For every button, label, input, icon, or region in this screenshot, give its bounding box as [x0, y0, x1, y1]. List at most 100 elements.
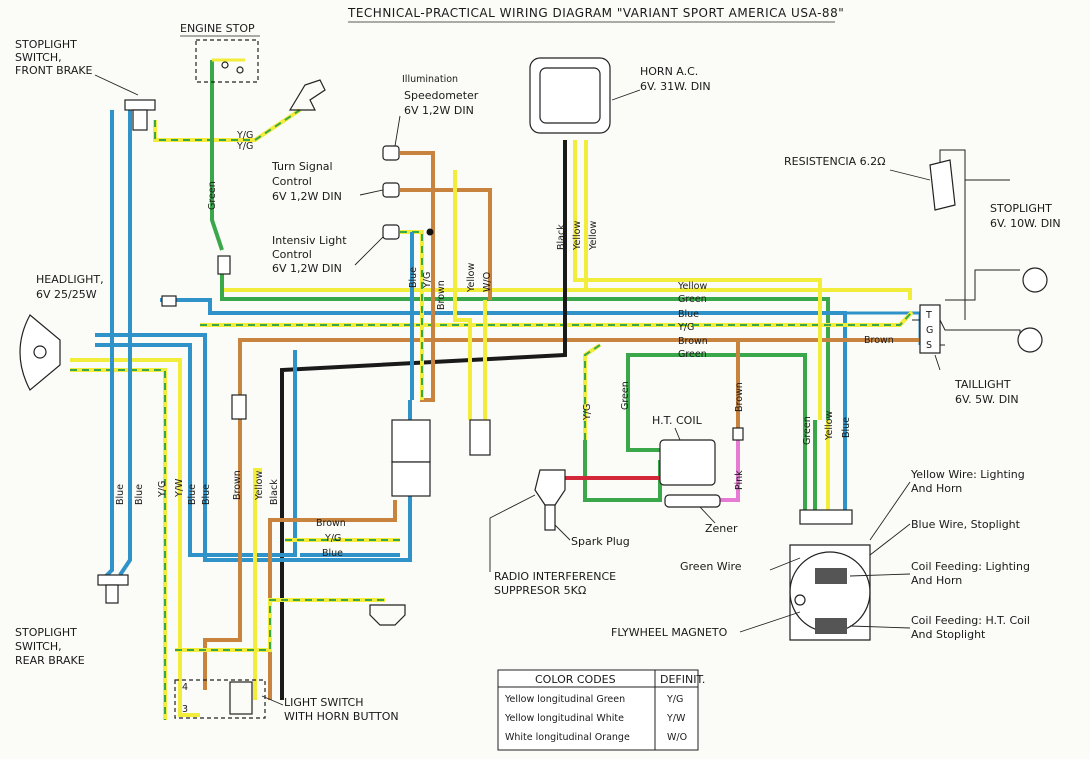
svg-text:STOPLIGHT: STOPLIGHT: [15, 38, 77, 51]
svg-text:SUPPRESOR 5KΩ: SUPPRESOR 5KΩ: [494, 584, 586, 597]
svg-text:Black: Black: [269, 479, 280, 505]
svg-text:Brown: Brown: [678, 336, 708, 347]
color-codes-table: COLOR CODES DEFINIT. Yellow longitudinal…: [497, 669, 705, 751]
harness-brown-trunk: [238, 338, 920, 440]
svg-text:Y/G: Y/G: [422, 272, 433, 289]
harness-green-lower: [626, 353, 807, 420]
engine-stop: ENGINE STOP: [180, 22, 260, 83]
svg-text:Green Wire: Green Wire: [680, 560, 742, 573]
svg-text:Blue: Blue: [408, 267, 419, 288]
svg-text:Yellow: Yellow: [466, 263, 477, 293]
svg-text:Control: Control: [272, 248, 312, 261]
svg-text:Brown: Brown: [436, 280, 447, 310]
svg-text:Yellow: Yellow: [254, 471, 265, 501]
svg-text:Green: Green: [678, 294, 707, 305]
svg-text:Y/G: Y/G: [157, 481, 168, 498]
svg-text:3: 3: [182, 704, 188, 715]
svg-text:Y/G: Y/G: [236, 130, 253, 141]
spark-plug: Spark Plug RADIO INTERFERENCE SUPPRESOR …: [489, 469, 630, 597]
svg-text:STOPLIGHT: STOPLIGHT: [15, 626, 77, 639]
svg-text:Yellow Wire: Lighting: Yellow Wire: Lighting: [910, 468, 1025, 481]
svg-text:Y/W: Y/W: [666, 713, 686, 724]
svg-text:White longitudinal Orange: White longitudinal Orange: [505, 732, 630, 743]
svg-text:W/O: W/O: [482, 272, 493, 292]
svg-text:TAILLIGHT: TAILLIGHT: [954, 378, 1011, 391]
svg-text:6V 1,2W DIN: 6V 1,2W DIN: [404, 104, 474, 117]
diagram-title: TECHNICAL-PRACTICAL WIRING DIAGRAM "VARI…: [347, 6, 844, 20]
svg-text:Green: Green: [678, 349, 707, 360]
indicator-lamps: Illumination Speedometer 6V 1,2W DIN Tur…: [271, 74, 479, 275]
horn: HORN A.C. 6V. 31W. DIN: [529, 57, 711, 134]
svg-text:H.T. COIL: H.T. COIL: [652, 414, 703, 427]
svg-text:Spark Plug: Spark Plug: [571, 535, 630, 548]
svg-text:6V 25/25W: 6V 25/25W: [36, 288, 97, 301]
svg-text:Blue: Blue: [134, 484, 145, 505]
wires: [70, 58, 1021, 720]
svg-text:Blue: Blue: [841, 417, 852, 438]
svg-text:Blue: Blue: [201, 484, 212, 505]
taillight-lamp: TAILLIGHT 6V. 5W. DIN: [934, 327, 1043, 406]
svg-text:FLYWHEEL MAGNETO: FLYWHEEL MAGNETO: [611, 626, 728, 639]
stoplight-lamp: STOPLIGHT 6V. 10W. DIN: [990, 202, 1061, 293]
svg-text:Blue: Blue: [187, 484, 198, 505]
svg-text:6V. 5W. DIN: 6V. 5W. DIN: [955, 393, 1019, 406]
svg-text:And Stoplight: And Stoplight: [911, 628, 986, 641]
svg-text:Illumination: Illumination: [402, 74, 458, 85]
svg-text:STOPLIGHT: STOPLIGHT: [990, 202, 1052, 215]
svg-text:Turn Signal: Turn Signal: [271, 160, 333, 173]
svg-text:Yellow: Yellow: [572, 221, 583, 251]
svg-text:COLOR CODES: COLOR CODES: [535, 673, 616, 686]
svg-text:6V. 10W. DIN: 6V. 10W. DIN: [990, 217, 1061, 230]
svg-text:Brown: Brown: [232, 470, 243, 500]
svg-text:Brown: Brown: [734, 382, 745, 412]
svg-text:WITH HORN BUTTON: WITH HORN BUTTON: [284, 710, 399, 723]
stoplight-front-switch: STOPLIGHT SWITCH, FRONT BRAKE: [15, 38, 156, 131]
svg-text:RESISTENCIA 6.2Ω: RESISTENCIA 6.2Ω: [784, 155, 886, 168]
svg-text:Control: Control: [272, 175, 312, 188]
kill-switch-lever: [288, 79, 326, 111]
svg-text:6V 1,2W DIN: 6V 1,2W DIN: [272, 262, 342, 275]
svg-text:REAR BRAKE: REAR BRAKE: [15, 654, 85, 667]
svg-text:Yellow: Yellow: [677, 281, 707, 292]
svg-text:Black: Black: [556, 224, 567, 250]
svg-text:Y/W: Y/W: [174, 478, 185, 498]
svg-text:And Horn: And Horn: [911, 574, 962, 587]
svg-text:Brown: Brown: [864, 335, 894, 346]
svg-text:ENGINE STOP: ENGINE STOP: [180, 22, 255, 35]
svg-text:Yellow longitudinal Green: Yellow longitudinal Green: [504, 694, 625, 705]
resistencia: RESISTENCIA 6.2Ω: [784, 155, 956, 211]
tgs-connector: T G S: [919, 304, 941, 354]
stoplight-rear-switch: STOPLIGHT SWITCH, REAR BRAKE: [15, 574, 129, 667]
svg-text:Intensiv Light: Intensiv Light: [272, 234, 347, 247]
ht-coil: H.T. COIL Zener: [652, 414, 738, 535]
svg-text:Y/G: Y/G: [324, 533, 341, 544]
flywheel-magneto: Green Wire FLYWHEEL MAGNETO Yellow Wire:…: [611, 468, 1030, 641]
rear-brake-lever: [369, 604, 406, 626]
svg-text:Zener: Zener: [705, 522, 738, 535]
svg-text:Coil Feeding: Lighting: Coil Feeding: Lighting: [911, 560, 1030, 573]
svg-text:Y/G: Y/G: [582, 404, 593, 421]
central-connectors: [217, 255, 744, 497]
wire-labels: Y/G Y/G Green Yellow Green Blue Y/G Brow…: [115, 130, 894, 559]
svg-text:6V 1,2W DIN: 6V 1,2W DIN: [272, 190, 342, 203]
svg-text:Blue: Blue: [115, 484, 126, 505]
svg-text:Yellow: Yellow: [588, 221, 599, 251]
svg-text:6V. 31W. DIN: 6V. 31W. DIN: [640, 80, 711, 93]
svg-text:And Horn: And Horn: [911, 482, 962, 495]
svg-text:Speedometer: Speedometer: [404, 89, 479, 102]
light-switch: 4 3 LIGHT SWITCH WITH HORN BUTTON: [174, 679, 399, 723]
svg-text:W/O: W/O: [667, 732, 687, 743]
svg-text:Green: Green: [620, 381, 631, 410]
svg-text:Yellow longitudinal White: Yellow longitudinal White: [504, 713, 624, 724]
svg-text:Y/G: Y/G: [666, 694, 683, 705]
svg-text:S: S: [926, 340, 932, 351]
svg-text:HEADLIGHT,: HEADLIGHT,: [36, 273, 104, 286]
svg-text:DEFINIT.: DEFINIT.: [660, 673, 705, 686]
svg-text:Y/G: Y/G: [236, 141, 253, 152]
headlight: HEADLIGHT, 6V 25/25W: [19, 273, 177, 391]
svg-text:SWITCH,: SWITCH,: [15, 51, 62, 64]
svg-text:Brown: Brown: [316, 518, 346, 529]
svg-text:Green: Green: [207, 181, 218, 210]
svg-text:Blue: Blue: [678, 309, 699, 320]
svg-text:Yellow: Yellow: [824, 411, 835, 441]
